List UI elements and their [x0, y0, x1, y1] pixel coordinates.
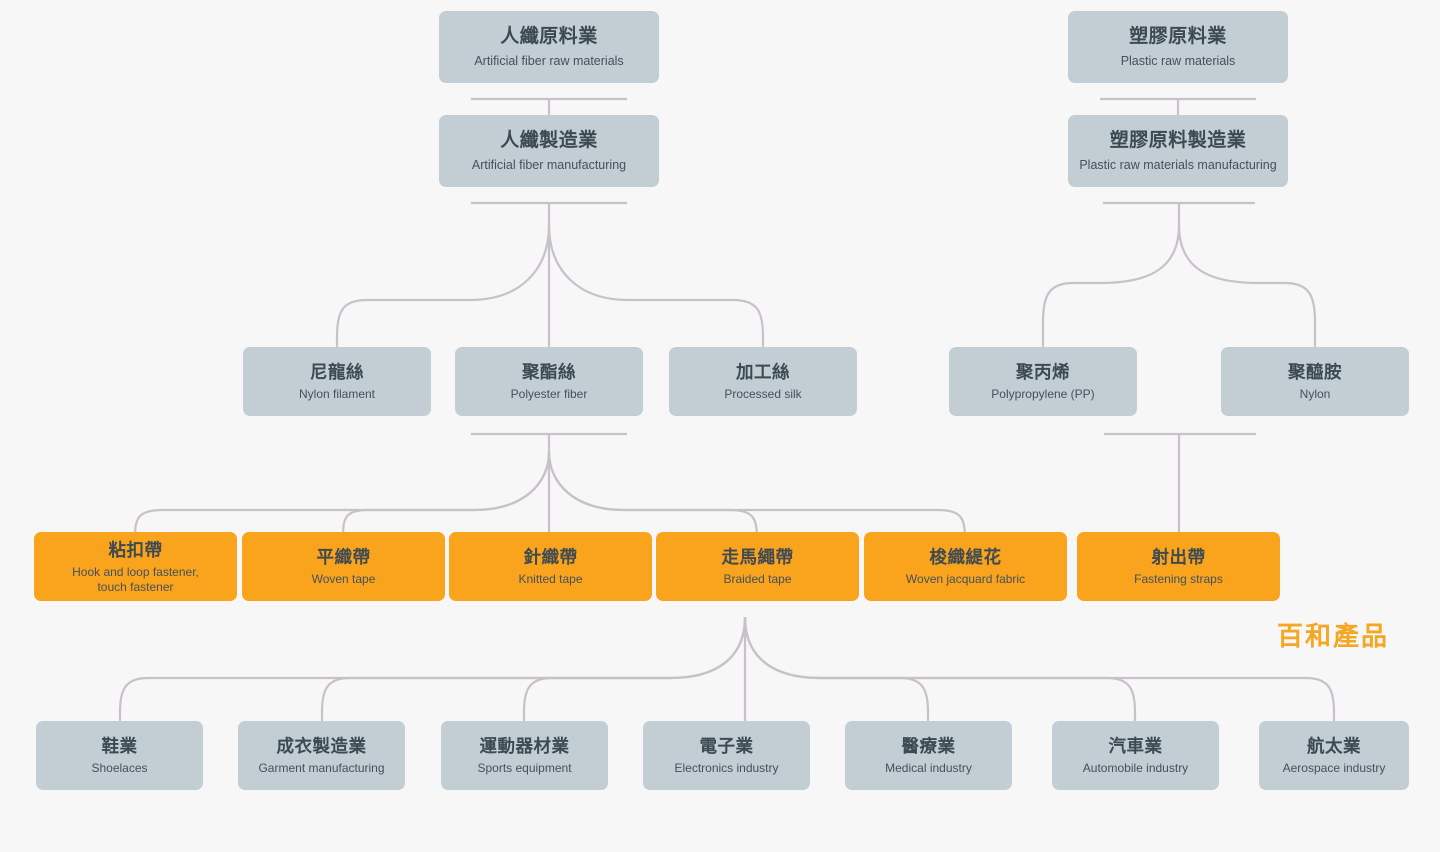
- node-title-zh: 粘扣帶: [108, 539, 163, 560]
- node-knitted-tape[interactable]: 針織帶 Knitted tape: [449, 532, 652, 601]
- node-title-en: Hook and loop fastener, touch fastener: [72, 565, 199, 594]
- node-title-zh: 梭織緹花: [929, 546, 1002, 567]
- node-title-en: Medical industry: [885, 761, 972, 776]
- node-title-en: Woven jacquard fabric: [905, 572, 1026, 587]
- node-title-en: Artificial fiber raw materials: [474, 53, 624, 68]
- node-title-zh: 走馬繩帶: [721, 546, 794, 567]
- connector-l3-l4-branch-0: [133, 451, 551, 539]
- node-title-en: Nylon: [1299, 387, 1331, 402]
- connector-l3-l4-branch-3: [547, 451, 759, 539]
- node-title-en: Woven tape: [311, 572, 376, 587]
- node-title-zh: 聚醯胺: [1288, 361, 1342, 382]
- node-garment-manufacturing[interactable]: 成衣製造業 Garment manufacturing: [238, 721, 405, 790]
- connector-l4-l5-branch-6: [743, 616, 1336, 721]
- node-plastic-raw-materials[interactable]: 塑膠原料業 Plastic raw materials: [1068, 11, 1288, 83]
- node-aerospace-industry[interactable]: 航太業 Aerospace industry: [1259, 721, 1409, 790]
- connector-l3-l4-branch-1: [341, 451, 551, 539]
- node-title-en: Aerospace industry: [1282, 761, 1386, 776]
- node-title-zh: 塑膠原料製造業: [1109, 130, 1247, 152]
- connector-l4-l5-branch-5: [743, 616, 1137, 721]
- node-polyamide-nylon[interactable]: 聚醯胺 Nylon: [1221, 347, 1409, 416]
- node-nylon-filament[interactable]: 尼龍絲 Nylon filament: [243, 347, 431, 416]
- node-woven-jacquard-fabric[interactable]: 梭織緹花 Woven jacquard fabric: [864, 532, 1067, 601]
- node-title-zh: 電子業: [699, 735, 754, 756]
- node-title-zh: 汽車業: [1108, 735, 1163, 756]
- connector-l2-l3-right-branch-1: [1177, 224, 1317, 347]
- node-artificial-fiber-manufacturing[interactable]: 人纖製造業 Artificial fiber manufacturing: [439, 115, 659, 187]
- node-title-en: Polypropylene (PP): [991, 387, 1095, 402]
- connector-l4-l5-branch-4: [743, 616, 930, 721]
- node-title-en: Braided tape: [723, 572, 792, 587]
- node-title-zh: 加工絲: [736, 361, 790, 382]
- node-title-zh: 醫療業: [901, 735, 956, 756]
- node-medical-industry[interactable]: 醫療業 Medical industry: [845, 721, 1012, 790]
- node-plastic-raw-materials-manufacturing[interactable]: 塑膠原料製造業 Plastic raw materials manufactur…: [1068, 115, 1288, 187]
- node-polypropylene[interactable]: 聚丙烯 Polypropylene (PP): [949, 347, 1137, 416]
- node-title-en: Shoelaces: [91, 761, 148, 776]
- node-processed-silk[interactable]: 加工絲 Processed silk: [669, 347, 857, 416]
- node-hook-and-loop-fastener[interactable]: 粘扣帶 Hook and loop fastener, touch fasten…: [34, 532, 237, 601]
- node-title-en: Artificial fiber manufacturing: [471, 157, 627, 172]
- node-title-zh: 平織帶: [316, 546, 371, 567]
- node-title-en: Sports equipment: [477, 761, 572, 776]
- node-title-zh: 運動器材業: [479, 735, 570, 756]
- node-fastening-straps[interactable]: 射出帶 Fastening straps: [1077, 532, 1280, 601]
- node-shoelaces[interactable]: 鞋業 Shoelaces: [36, 721, 203, 790]
- node-braided-tape[interactable]: 走馬繩帶 Braided tape: [656, 532, 859, 601]
- node-title-zh: 人纖製造業: [500, 130, 598, 152]
- node-title-en: Plastic raw materials manufacturing: [1079, 157, 1277, 172]
- node-title-en: Nylon filament: [298, 387, 376, 402]
- node-title-en: Electronics industry: [674, 761, 779, 776]
- brand-label-baihe-products: 百和產品: [1277, 621, 1390, 651]
- node-title-en: Polyester fiber: [510, 387, 588, 402]
- node-woven-tape[interactable]: 平織帶 Woven tape: [242, 532, 445, 601]
- node-title-en: Knitted tape: [518, 572, 583, 587]
- connector-l4-l5-branch-0: [118, 616, 747, 721]
- node-title-zh: 成衣製造業: [276, 735, 367, 756]
- node-title-zh: 尼龍絲: [310, 361, 364, 382]
- connector-l3-l4-branch-4: [547, 451, 967, 539]
- node-title-en: Automobile industry: [1082, 761, 1189, 776]
- node-sports-equipment[interactable]: 運動器材業 Sports equipment: [441, 721, 608, 790]
- node-title-zh: 聚酯絲: [522, 361, 576, 382]
- node-title-en: Processed silk: [724, 387, 802, 402]
- node-title-zh: 針織帶: [523, 546, 578, 567]
- node-title-zh: 射出帶: [1151, 546, 1206, 567]
- node-title-zh: 聚丙烯: [1016, 361, 1070, 382]
- node-polyester-fiber[interactable]: 聚酯絲 Polyester fiber: [455, 347, 643, 416]
- connector-l2-l3-left-branch-2: [547, 224, 765, 347]
- connector-l4-l5-branch-2: [522, 616, 747, 721]
- node-title-zh: 人纖原料業: [500, 26, 598, 48]
- node-artificial-fiber-raw-materials[interactable]: 人纖原料業 Artificial fiber raw materials: [439, 11, 659, 83]
- node-automobile-industry[interactable]: 汽車業 Automobile industry: [1052, 721, 1219, 790]
- connector-l2-l3-left-branch-0: [335, 224, 551, 347]
- connector-l4-l5-branch-1: [320, 616, 747, 721]
- node-electronics-industry[interactable]: 電子業 Electronics industry: [643, 721, 810, 790]
- node-title-zh: 塑膠原料業: [1129, 26, 1227, 48]
- node-title-en: Plastic raw materials: [1120, 53, 1236, 68]
- node-title-en: Fastening straps: [1134, 572, 1223, 587]
- connector-l2-l3-right-branch-0: [1041, 224, 1181, 347]
- node-title-zh: 鞋業: [101, 735, 138, 756]
- node-title-en: Garment manufacturing: [258, 761, 385, 776]
- node-title-zh: 航太業: [1307, 735, 1361, 756]
